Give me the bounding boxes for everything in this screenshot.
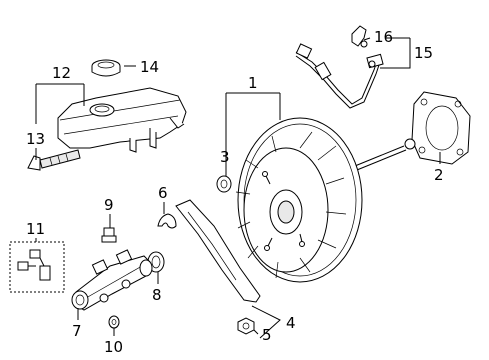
callout-1: 1 [248, 74, 258, 92]
callout-labels: 1 2 3 4 5 6 7 8 9 10 11 12 13 14 15 16 [26, 28, 444, 356]
callout-14: 14 [140, 58, 159, 76]
hose-clip-part [351, 25, 368, 48]
callout-13: 13 [26, 130, 45, 148]
callout-4: 4 [286, 314, 296, 332]
heat-shield-part [175, 199, 261, 303]
booster-gasket-part [411, 91, 471, 165]
callout-11: 11 [26, 220, 45, 238]
washer-part [108, 315, 120, 329]
callout-15: 15 [414, 44, 433, 62]
reservoir-cap-part [91, 59, 121, 77]
callout-5: 5 [262, 326, 272, 344]
callout-7: 7 [72, 322, 82, 340]
retaining-clip-part [157, 213, 177, 229]
fluid-level-sensor-part [27, 149, 81, 171]
bleeder-plug-part [101, 227, 117, 243]
callout-12: 12 [52, 64, 71, 82]
vacuum-hose-part [295, 43, 384, 109]
callout-10: 10 [104, 338, 123, 356]
callout-2: 2 [434, 166, 444, 184]
callout-9: 9 [104, 196, 114, 214]
callout-6: 6 [158, 184, 168, 202]
booster-nut-part [237, 317, 255, 335]
check-valve-grommet-part [216, 175, 232, 193]
callout-8: 8 [152, 286, 162, 304]
master-cylinder-part [71, 249, 153, 311]
sensor-kit-part [9, 241, 65, 293]
callout-16: 16 [374, 28, 393, 46]
brake-booster-part [235, 117, 416, 283]
fluid-reservoir-part [57, 87, 187, 153]
callout-3: 3 [220, 148, 230, 166]
leader-lines [35, 37, 441, 339]
